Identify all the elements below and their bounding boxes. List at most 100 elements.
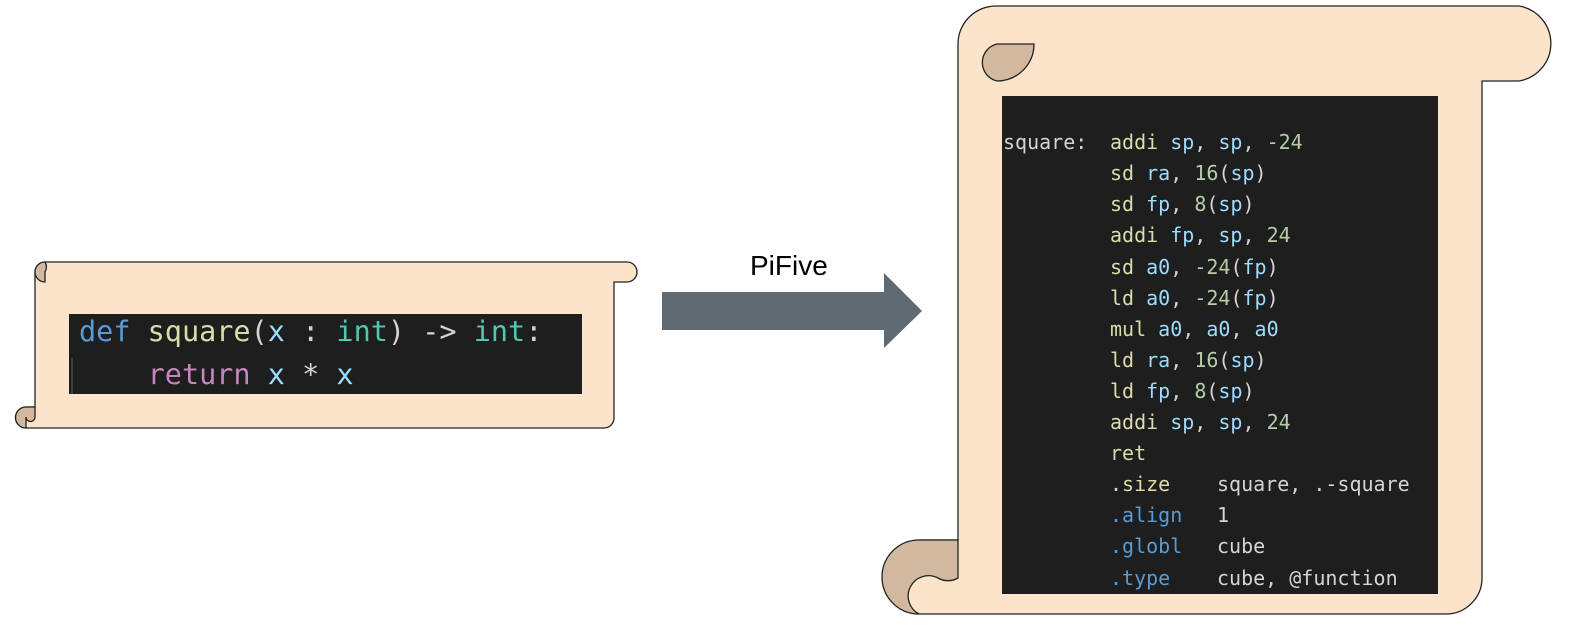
assembly-operand: fp: [1134, 378, 1171, 403]
python-line2-token: return: [147, 358, 251, 391]
assembly-operand: sp: [1218, 410, 1243, 434]
assembly-opcode: .align: [1110, 503, 1183, 528]
python-line1-token: def: [79, 315, 148, 348]
assembly-operand: sp: [1158, 410, 1195, 434]
assembly-operand: ,: [1242, 130, 1267, 155]
assembly-instruction: ld ra, 16(sp): [1110, 345, 1267, 376]
assembly-instruction: addi fp, sp, 24: [1110, 220, 1291, 251]
python-code-line-1: def square(x : int) -> int:: [79, 314, 542, 353]
assembly-directive-argument: square, .-square: [1217, 472, 1410, 497]
python-line1-token: int: [473, 315, 526, 348]
assembly-operand: sp: [1218, 130, 1243, 155]
assembly-operand: (: [1218, 161, 1231, 186]
assembly-operand: 16: [1194, 161, 1219, 186]
assembly-operand: (: [1218, 347, 1231, 372]
assembly-operand: ): [1266, 285, 1279, 310]
assembly-opcode: .type: [1110, 565, 1171, 590]
transform-arrow: [662, 273, 922, 348]
assembly-operand: sp: [1230, 161, 1255, 186]
assembly-operand: ,: [1170, 161, 1195, 186]
assembly-instruction: .type: [1110, 563, 1170, 594]
assembly-operand: ,: [1170, 285, 1195, 310]
assembly-opcode: .globl: [1110, 534, 1183, 559]
python-line1-token: (: [250, 315, 268, 348]
python-line2-token: [251, 358, 268, 391]
assembly-operand: (: [1206, 192, 1219, 217]
assembly-operand: 16: [1194, 347, 1219, 372]
python-line2-token: [79, 358, 148, 391]
assembly-opcode: sd: [1110, 161, 1135, 186]
assembly-operand: -24: [1194, 285, 1231, 310]
assembly-instruction: mul a0, a0, a0: [1110, 314, 1279, 345]
assembly-instruction: .align: [1110, 500, 1182, 531]
assembly-operand: ra: [1134, 161, 1171, 186]
assembly-opcode: ld: [1110, 378, 1135, 403]
assembly-operand: 24: [1266, 410, 1291, 434]
assembly-operand: 8: [1194, 192, 1207, 217]
assembly-opcode: addi: [1110, 223, 1159, 248]
assembly-instruction: ret: [1110, 438, 1146, 469]
assembly-label-row: square:: [1002, 96, 1087, 154]
assembly-operand: a0: [1206, 316, 1231, 341]
assembly-directive-argument: cube: [1217, 534, 1266, 559]
assembly-operand: a0: [1254, 316, 1279, 341]
python-line2-token: x: [336, 358, 354, 391]
assembly-instruction: addi sp, sp, -24: [1110, 127, 1303, 158]
indent-guide: [71, 358, 73, 394]
assembly-instruction: .globl: [1110, 531, 1182, 562]
python-code-panel: def square(x : int) -> int: return x * x: [69, 314, 582, 394]
assembly-operand: fp: [1158, 223, 1195, 248]
assembly-opcode: sd: [1110, 192, 1135, 217]
assembly-operand: ,: [1170, 347, 1195, 372]
assembly-operand: -24: [1266, 130, 1303, 155]
assembly-operand: a0: [1146, 316, 1183, 341]
assembly-operand: fp: [1134, 192, 1171, 217]
assembly-operand: ): [1242, 192, 1255, 217]
assembly-opcode: .size: [1110, 472, 1171, 497]
assembly-operand: a0: [1134, 285, 1171, 310]
assembly-operand: ): [1266, 254, 1279, 279]
assembly-operand: sp: [1158, 130, 1195, 155]
assembly-scroll-top-curl: [981, 43, 1035, 82]
assembly-operand: 8: [1194, 378, 1207, 403]
assembly-scroll-bottom-curl: [881, 539, 959, 615]
python-line1-token: ) ->: [387, 315, 474, 348]
assembly-instruction: .size: [1110, 469, 1170, 500]
assembly-operand: (: [1230, 254, 1243, 279]
assembly-operand: 24: [1266, 223, 1291, 248]
python-line1-token: :: [525, 315, 543, 348]
assembly-operand: sp: [1218, 378, 1243, 403]
assembly-operand: -24: [1194, 254, 1231, 279]
arrow-label: PiFive: [750, 250, 828, 281]
assembly-opcode: ret: [1110, 441, 1147, 466]
assembly-opcode: addi: [1110, 410, 1159, 434]
assembly-operand: ,: [1170, 192, 1195, 217]
assembly-directive-argument: 1: [1217, 503, 1230, 528]
assembly-operand: sp: [1218, 192, 1243, 217]
assembly-instruction: sd a0, -24(fp): [1110, 252, 1279, 283]
assembly-operand: a0: [1134, 254, 1171, 279]
assembly-operand: ,: [1242, 223, 1267, 248]
assembly-instruction: ld fp, 8(sp): [1110, 376, 1255, 407]
assembly-operand: sp: [1218, 223, 1243, 248]
assembly-opcode: ld: [1110, 285, 1135, 310]
assembly-operand: ,: [1242, 410, 1267, 434]
python-line1-token: square: [147, 315, 251, 348]
assembly-operand: (: [1230, 285, 1243, 310]
assembly-function-label: square:: [1003, 130, 1088, 155]
assembly-directive-argument: cube, @function: [1217, 565, 1398, 590]
assembly-opcode: sd: [1110, 254, 1135, 279]
python-line2-token: *: [284, 358, 337, 391]
python-line1-token: :: [284, 315, 337, 348]
python-code-line-2: return x * x: [79, 353, 354, 394]
assembly-operand: fp: [1242, 254, 1267, 279]
assembly-operand: sp: [1230, 347, 1255, 372]
python-line1-token: int: [336, 315, 388, 348]
assembly-operand: ra: [1134, 347, 1171, 372]
python-scroll-bottom-curl: [14, 406, 36, 429]
assembly-operand: ,: [1194, 410, 1219, 434]
assembly-operand: ): [1242, 378, 1255, 403]
assembly-operand: ): [1254, 347, 1267, 372]
assembly-operand: ,: [1194, 130, 1219, 155]
